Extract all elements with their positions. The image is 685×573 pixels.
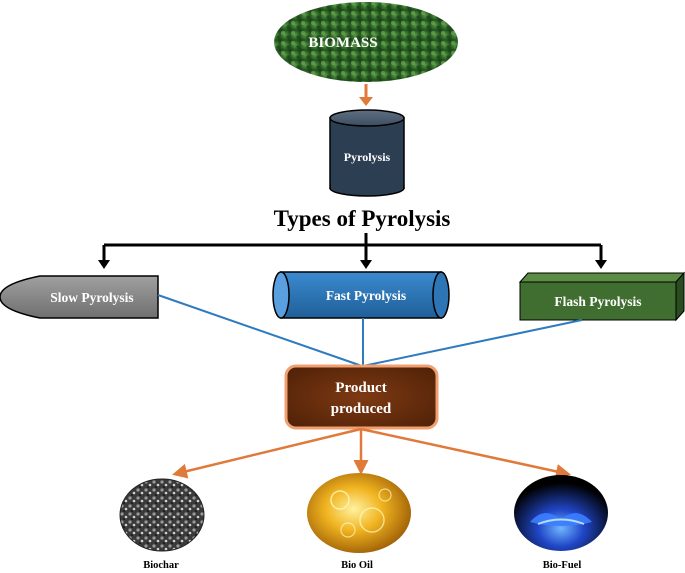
biomass-to-pyrolysis-arrow <box>359 84 373 106</box>
product-label-line1: Product <box>335 380 386 396</box>
pyrolysis-label: Pyrolysis <box>344 150 391 164</box>
fast-pyrolysis-node: Fast Pyrolysis <box>272 271 450 319</box>
bracket-arrowheads <box>98 260 607 269</box>
product-node: Product produced <box>284 364 439 430</box>
bio-fuel-node: Bio-Fuel <box>514 475 608 571</box>
types-heading: Types of Pyrolysis <box>274 206 451 231</box>
biomass-node: BIOMASS <box>274 2 458 82</box>
fast-pyrolysis-label: Fast Pyrolysis <box>326 288 406 303</box>
bio-fuel-image <box>514 475 608 551</box>
pyrolysis-cylinder: Pyrolysis <box>329 109 405 197</box>
biochar-label: Biochar <box>143 560 179 571</box>
flash-pyrolysis-node: Flash Pyrolysis <box>518 271 685 322</box>
biochar-node: Biochar <box>119 478 205 571</box>
biomass-image <box>274 2 458 82</box>
flash-pyrolysis-label: Flash Pyrolysis <box>554 294 641 309</box>
bio-oil-node: Bio Oil <box>307 473 411 571</box>
biomass-label: BIOMASS <box>308 35 377 51</box>
bio-fuel-label: Bio-Fuel <box>543 560 582 571</box>
type-to-product-lines <box>157 294 583 367</box>
bio-oil-label: Bio Oil <box>341 560 373 571</box>
types-bracket <box>102 233 603 262</box>
product-to-output-arrows <box>172 427 571 479</box>
slow-pyrolysis-node: Slow Pyrolysis <box>0 275 159 319</box>
bio-oil-image <box>307 473 411 553</box>
product-label-line2: produced <box>331 401 392 417</box>
slow-pyrolysis-label: Slow Pyrolysis <box>50 290 133 305</box>
biochar-image <box>119 478 205 552</box>
